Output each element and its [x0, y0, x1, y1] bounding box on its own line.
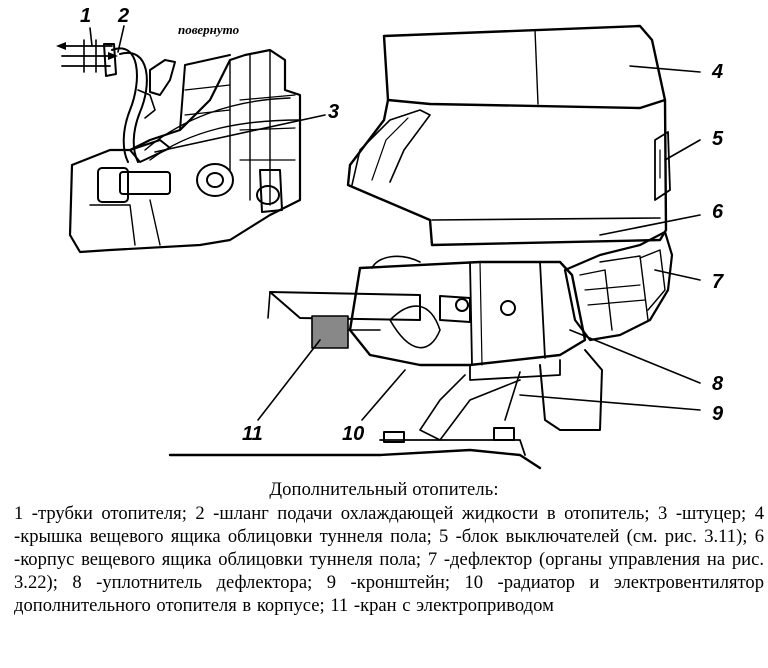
deflector-drawing — [563, 230, 674, 342]
figure-caption: Дополнительный отопитель: 1 -трубки отоп… — [0, 478, 768, 617]
callout-11: 11 — [242, 423, 263, 445]
callout-10: 10 — [342, 423, 364, 445]
engine-inset-drawing — [61, 39, 302, 254]
caption-body: 1 -трубки отопителя; 2 -шланг подачи охл… — [14, 503, 764, 616]
mounting-bracket-drawing — [419, 349, 603, 441]
tube-arrows — [56, 42, 118, 60]
storage-box-lid-drawing — [382, 24, 667, 110]
callout-4: 4 — [711, 61, 723, 83]
heater-housing-drawing — [348, 255, 587, 367]
storage-box-body-drawing — [346, 98, 671, 247]
callout-1: 1 — [80, 5, 91, 27]
heater-diagram: повернуто 1 2 3 4 5 6 7 8 9 10 11 — [56, 5, 724, 470]
callout-7: 7 — [712, 271, 724, 293]
rotated-note: повернуто — [178, 22, 240, 37]
callout-3: 3 — [328, 101, 339, 123]
pipe-with-tap-drawing — [267, 291, 471, 349]
callout-9: 9 — [712, 403, 724, 425]
callout-2: 2 — [117, 5, 129, 27]
callout-8: 8 — [712, 373, 724, 395]
callout-5: 5 — [712, 128, 724, 150]
caption-title: Дополнительный отопитель: — [269, 479, 499, 500]
floor-drawing — [168, 427, 542, 470]
leader-lines — [89, 25, 701, 421]
callout-6: 6 — [712, 201, 724, 223]
